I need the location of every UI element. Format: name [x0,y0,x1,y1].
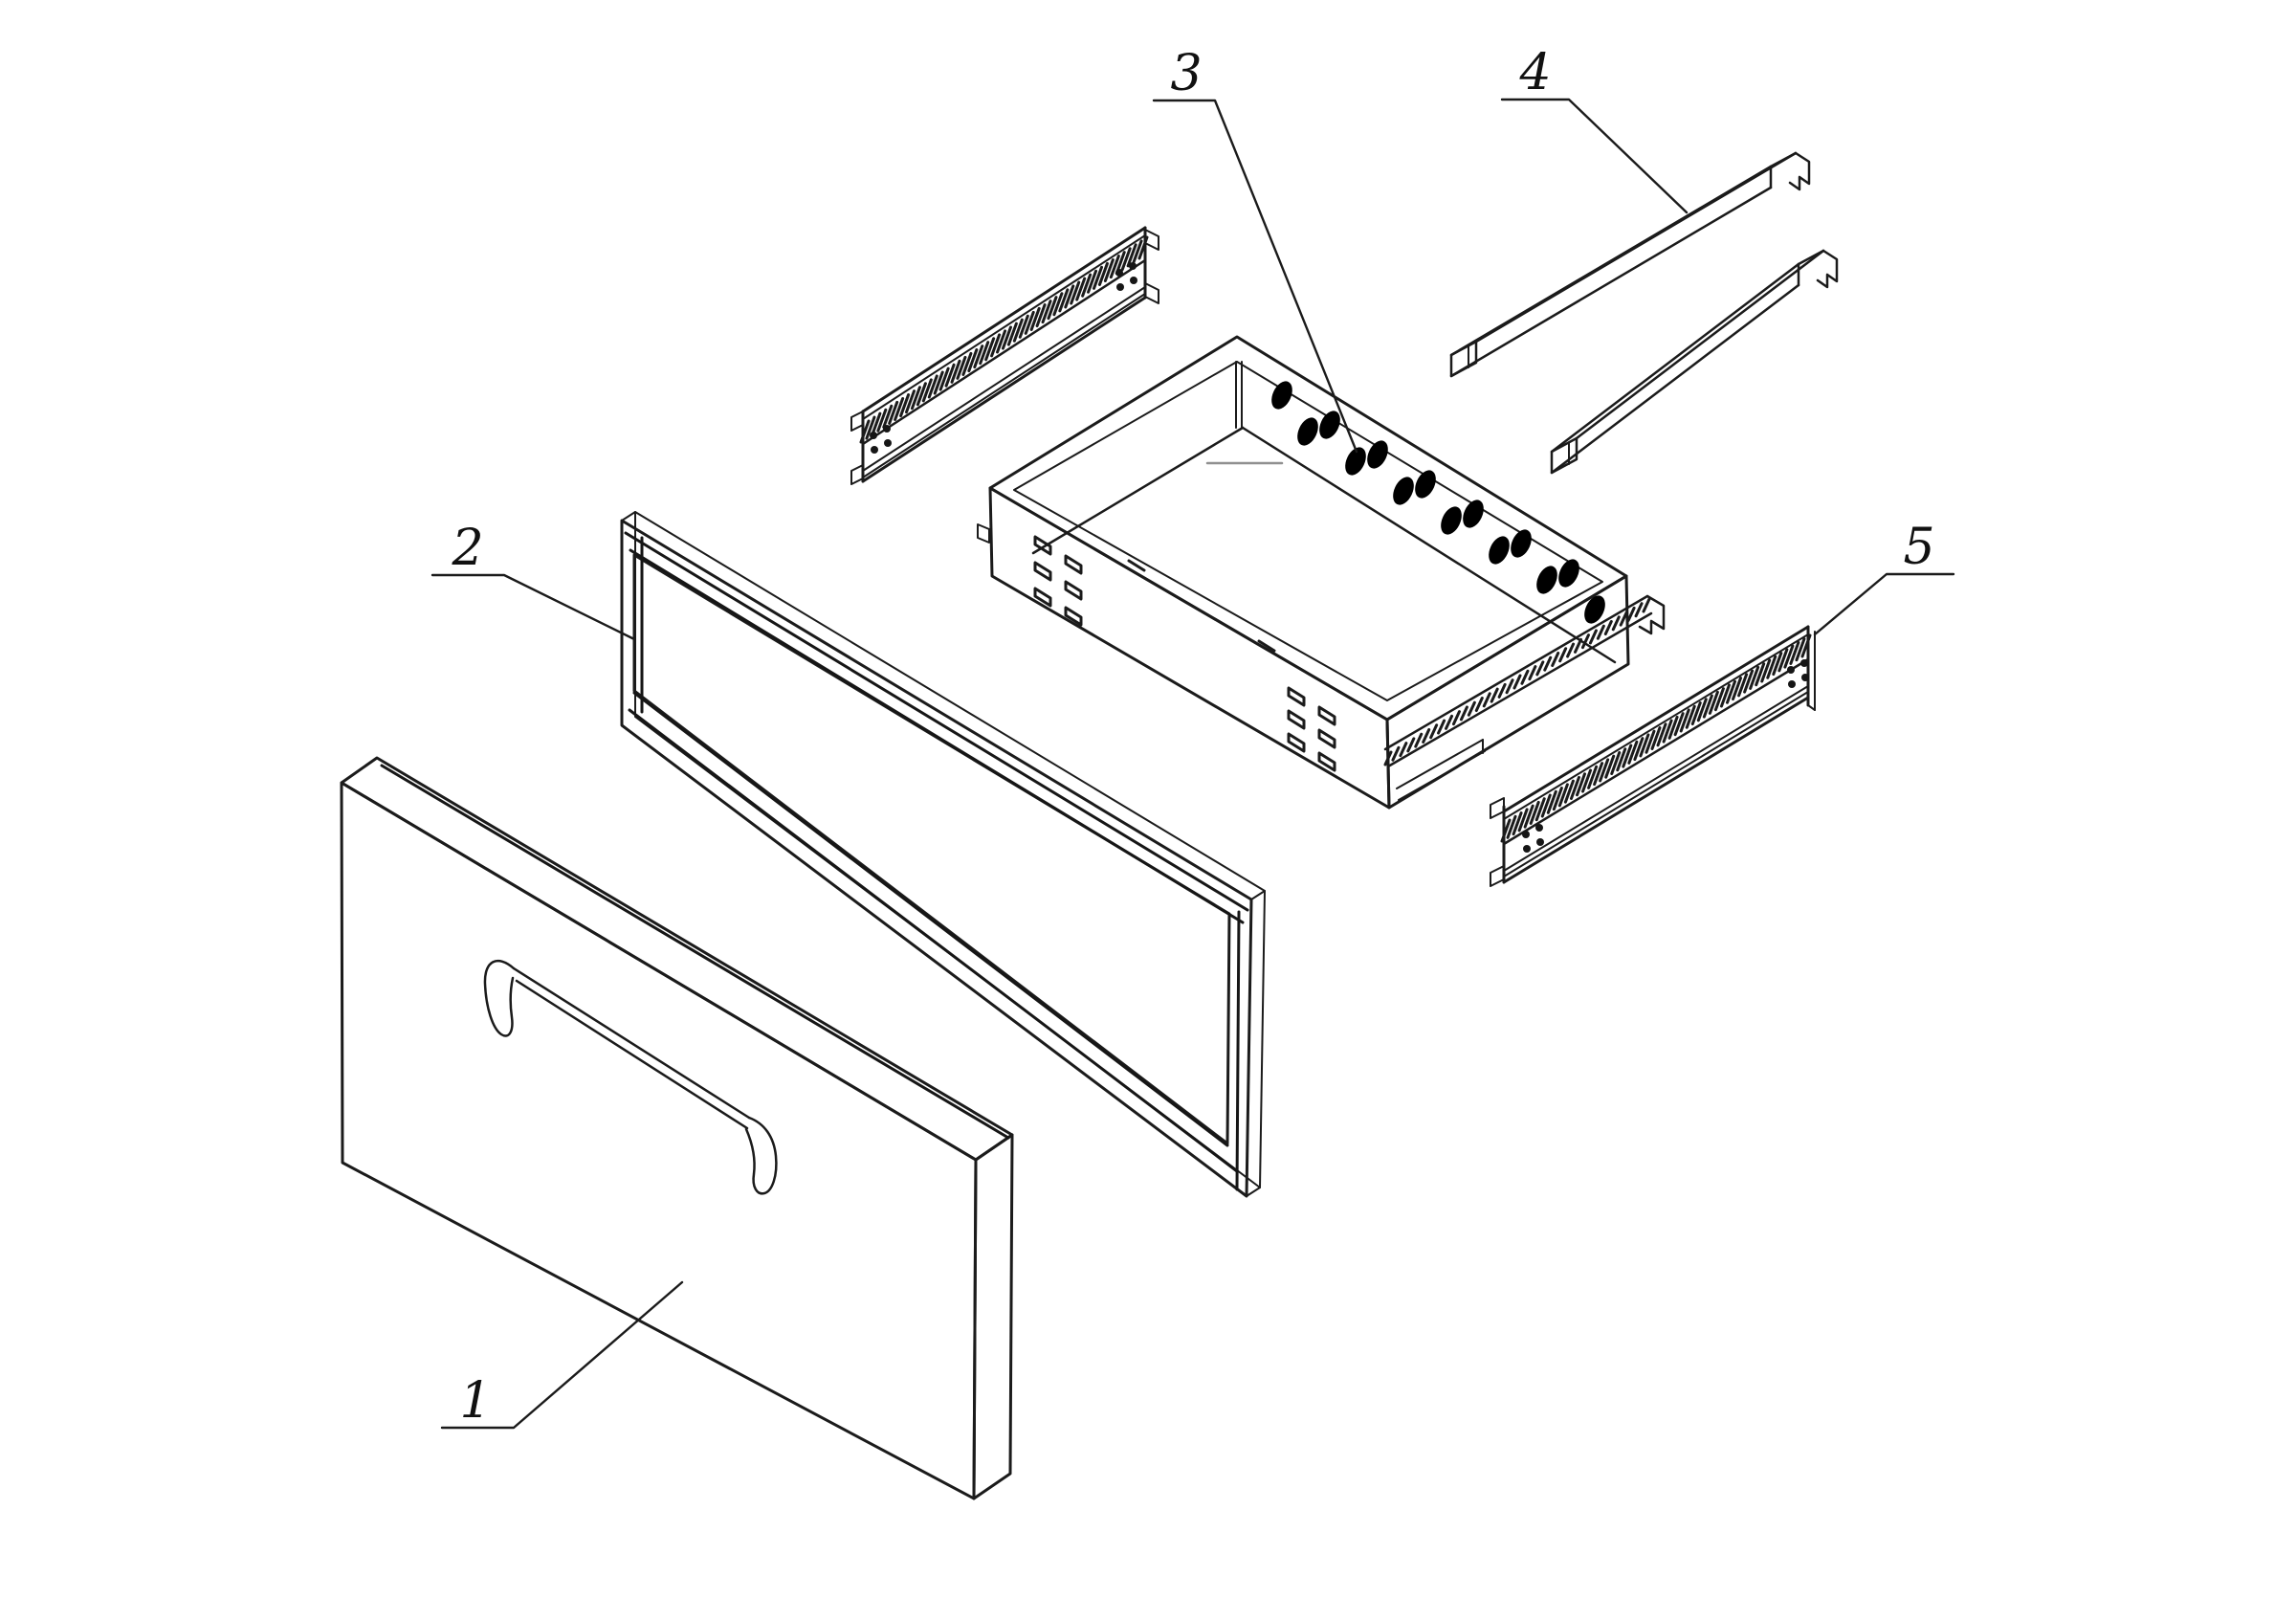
callout-2: 2 [430,520,636,641]
front-panel [340,756,1014,1500]
perforation-holes [1271,381,1605,624]
panel-liner-edge [380,764,1010,1140]
screw-holes [870,262,1809,853]
callout-4-label: 4 [1518,44,1551,101]
box-right-wall [1385,574,1630,810]
gasket-frame [620,511,1266,1198]
callout-1-label: 1 [459,1372,491,1430]
gasket-seal-strip-top [624,531,1249,912]
support-bar-upper [1449,151,1811,378]
slide-rail-left [850,226,1159,485]
drawer-handle [483,959,778,1195]
knockout-slots [1033,535,1336,772]
callout-5-label: 5 [1903,519,1934,576]
callout-4: 4 [1500,44,1689,214]
rail-hatching [859,235,1149,444]
box-mounted-rail [1383,594,1666,801]
callout-2-leader [430,573,636,641]
callout-4-leader [1500,98,1689,214]
box-rail-hatching [1383,597,1651,766]
box-rim-outer [988,335,1628,722]
drawing-border [14,13,2283,1607]
support-bar-lower [1550,249,1839,475]
callout-1: 1 [440,1280,684,1430]
callout-3: 3 [1152,45,1358,454]
slide-rail-right [1490,625,1816,887]
rail-hatching [1500,633,1812,843]
callout-5-leader [1813,572,1955,636]
callout-2-label: 2 [451,520,483,577]
callout-1-leader [440,1280,684,1430]
callout-5: 5 [1813,519,1955,636]
callout-3-leader [1152,99,1358,454]
callout-3-label: 3 [1170,45,1202,102]
box-rim-inner [1013,361,1603,701]
drawer-box [977,335,1666,810]
gasket-seal-strip-bottom [632,691,1229,1147]
